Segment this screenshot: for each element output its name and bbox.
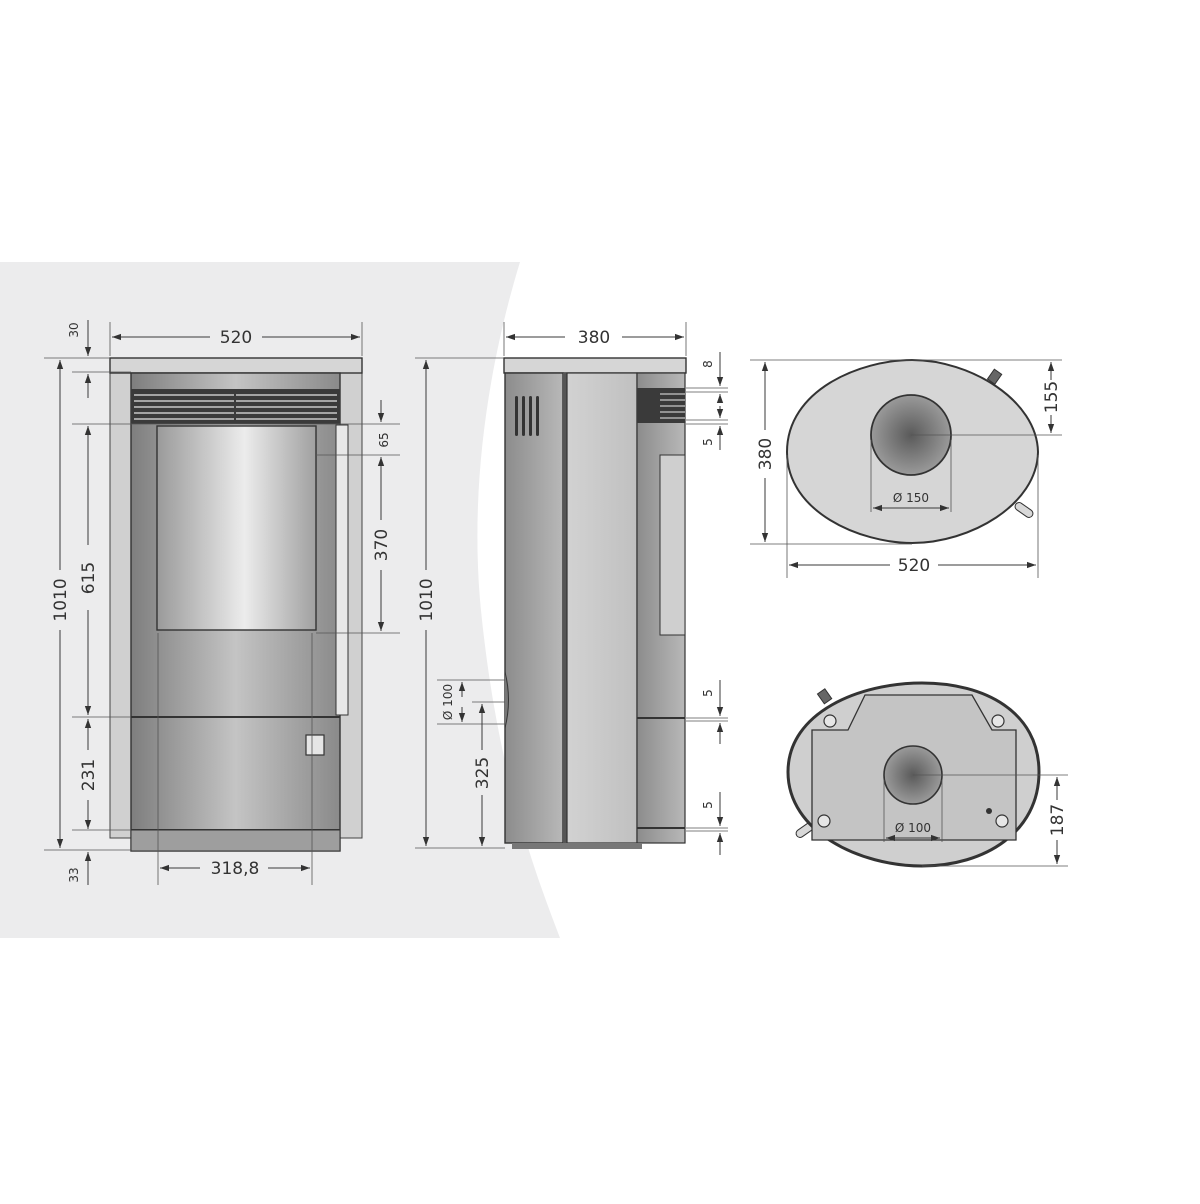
dim-front-width: 520 xyxy=(220,328,252,348)
dim-inlet-height: 325 xyxy=(473,757,493,789)
dim-top-width: 520 xyxy=(898,556,930,576)
dim-window-height: 370 xyxy=(372,529,392,561)
dim-side-height: 1010 xyxy=(417,578,437,621)
dim-bottom-inlet-diameter: Ø 100 xyxy=(895,821,931,835)
dim-grille-gap-side: 5 xyxy=(701,438,715,446)
top-view: Ø 150 380 155 520 xyxy=(750,358,1062,578)
dim-side-inlet-diameter: Ø 100 xyxy=(441,684,455,720)
dim-top-depth: 380 xyxy=(756,438,776,470)
top-grille xyxy=(131,389,340,424)
dim-side-depth: 380 xyxy=(578,328,610,348)
door-window xyxy=(156,425,317,631)
dim-inlet-offset: 187 xyxy=(1048,804,1068,836)
dim-flue-diameter: Ø 150 xyxy=(893,491,929,505)
dim-grille-gap: 65 xyxy=(377,432,391,447)
side-vent-slots xyxy=(515,396,539,436)
dim-joint-gap-lower: 5 xyxy=(701,801,715,809)
dim-top-gap: 8 xyxy=(701,360,715,368)
dim-front-height: 1010 xyxy=(51,578,71,621)
side-door xyxy=(566,372,638,844)
bottom-view: Ø 100 187 xyxy=(786,681,1068,868)
dim-door-height: 615 xyxy=(79,562,99,594)
side-grille xyxy=(637,388,685,423)
dim-foot-height: 33 xyxy=(67,867,81,882)
front-view: 520 30 1010 615 231 33 65 370 xyxy=(44,320,400,885)
side-body xyxy=(504,372,564,844)
side-view: 380 1010 Ø 100 325 8 5 5 xyxy=(415,322,728,855)
dim-flue-offset: 155 xyxy=(1042,381,1062,413)
dim-inner-width: 318,8 xyxy=(211,859,260,879)
door-handle xyxy=(335,424,349,716)
dim-joint-gap-upper: 5 xyxy=(701,689,715,697)
top-plate xyxy=(109,357,363,374)
drawer-knob xyxy=(305,734,325,756)
dim-drawer-height: 231 xyxy=(79,759,99,791)
dim-top-offset: 30 xyxy=(67,322,81,337)
mounting-holes xyxy=(817,714,1009,828)
side-top-plate xyxy=(503,357,687,374)
